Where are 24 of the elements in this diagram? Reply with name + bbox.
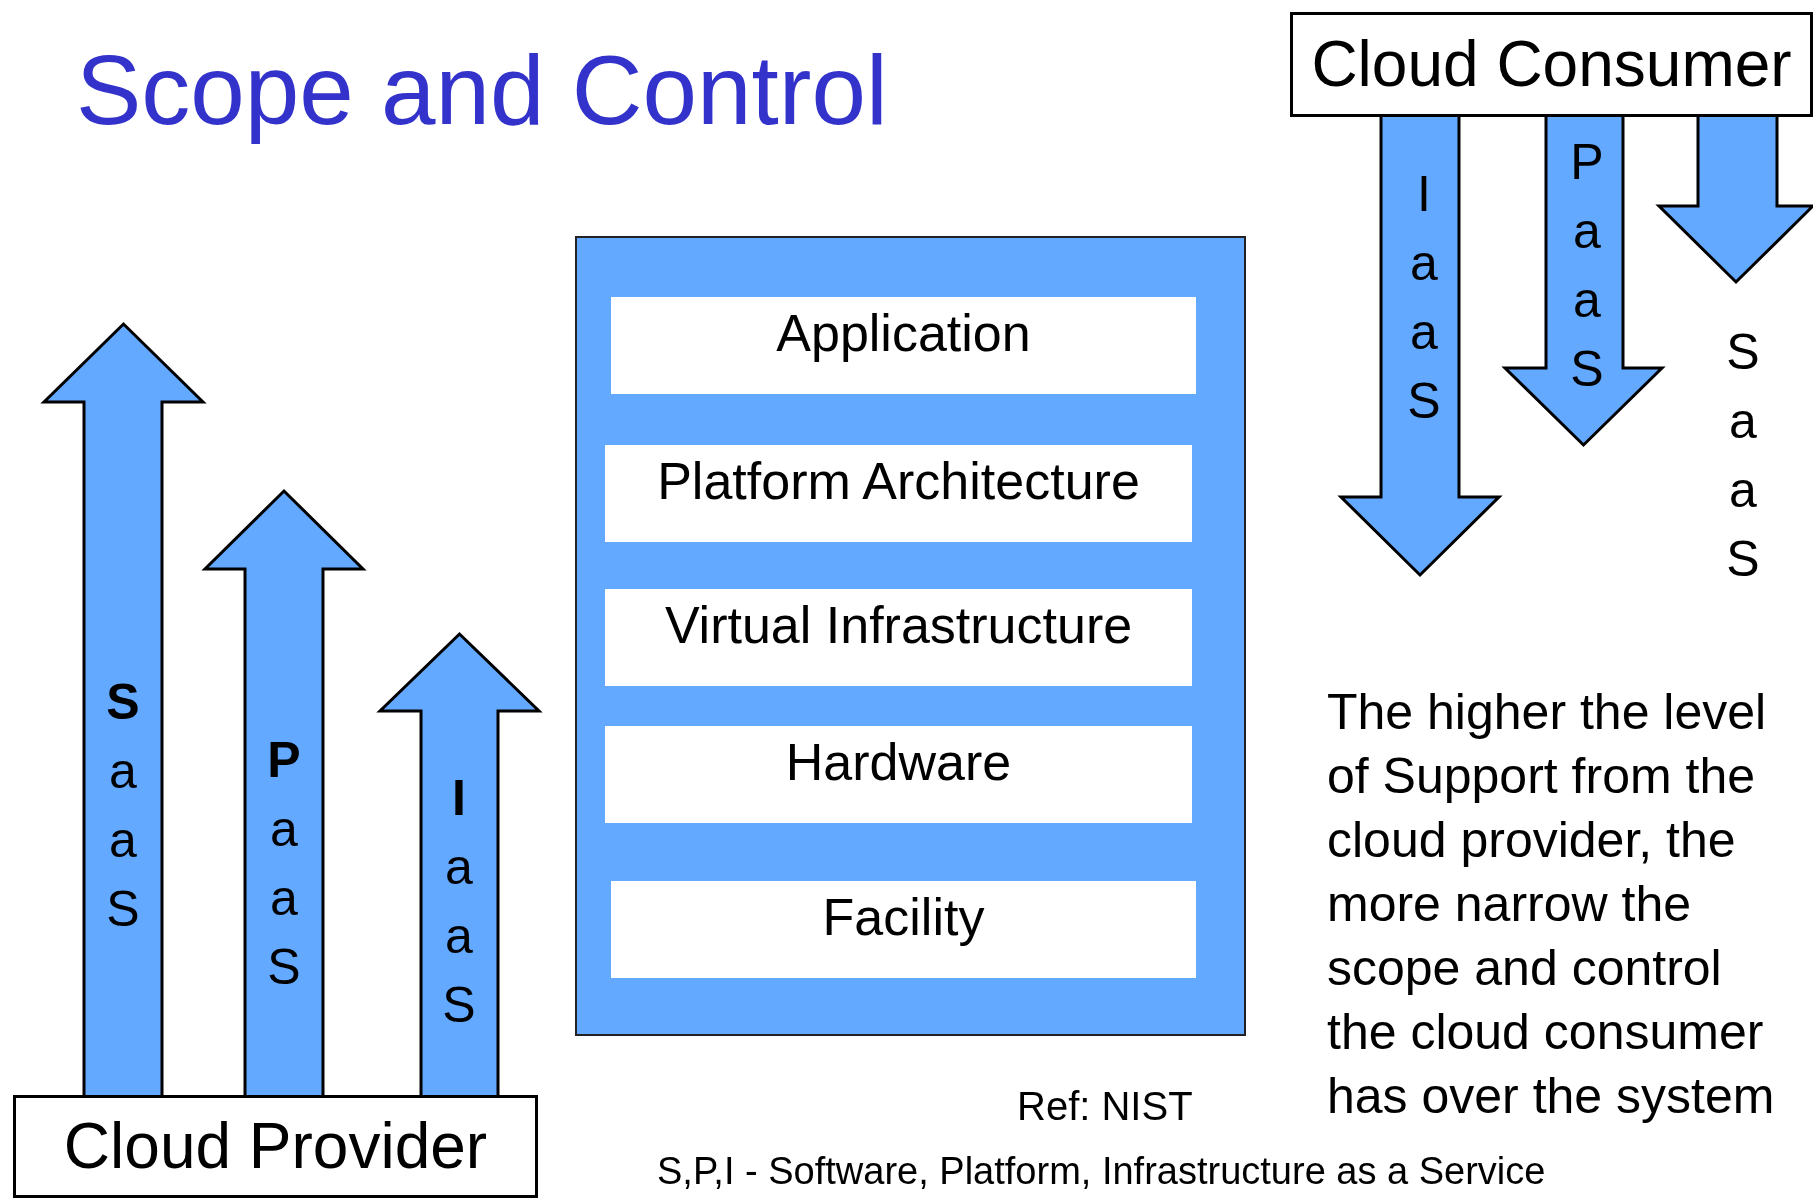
block-arrow [1655, 114, 1813, 285]
block-arrow [1337, 114, 1503, 578]
layer-box: Hardware [605, 726, 1192, 823]
slide-title: Scope and Control [76, 34, 888, 147]
layer-box: Facility [611, 881, 1196, 978]
reference-note: Ref: NIST [1017, 1083, 1193, 1130]
edge-label: PaaS [266, 731, 302, 997]
layer-box: Platform Architecture [605, 445, 1192, 542]
actor-box: Cloud Consumer [1290, 12, 1813, 117]
block-arrow [1501, 114, 1666, 448]
layer-box: Application [611, 297, 1196, 394]
edge-label: SaaS [1725, 323, 1761, 589]
edge-label: PaaS [1569, 133, 1605, 399]
explanation-text: The higher the level of Support from the cloud provider, the more narrow the scope and control the cloud consumer has over the system [1327, 683, 1776, 1126]
edge-label: SaaS [105, 673, 141, 939]
actor-box: Cloud Provider [13, 1095, 538, 1198]
block-arrow [40, 321, 207, 1098]
edge-label: IaaS [1406, 165, 1442, 431]
layer-stack-panel [575, 236, 1246, 1036]
layer-box: Virtual Infrastructure [605, 589, 1192, 686]
block-arrow [201, 488, 367, 1098]
edge-label: IaaS [441, 769, 477, 1035]
block-arrow [376, 631, 543, 1098]
footnote: S,P,I - Software, Platform, Infrastructure as a Service [657, 1149, 1546, 1194]
